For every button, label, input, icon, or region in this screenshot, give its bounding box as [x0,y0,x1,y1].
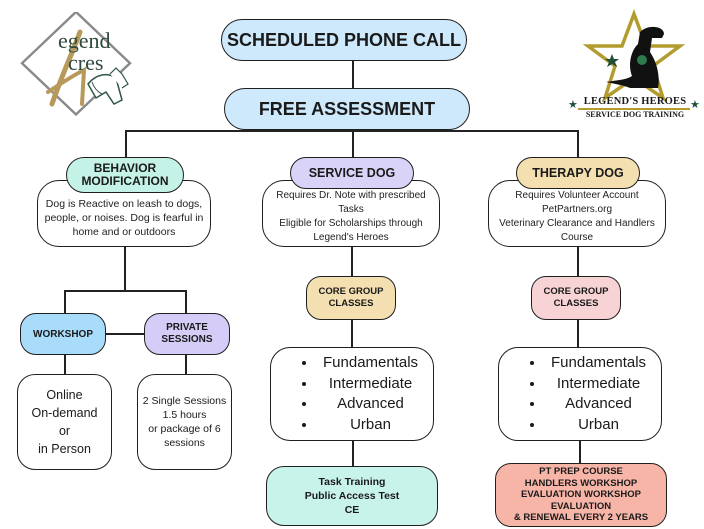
therapy-description-box: Requires Volunteer Account PetPartners.o… [488,180,666,247]
service-class-item: Fundamentals [317,353,418,374]
service-desc-line-4: Legend's Heroes [313,231,389,243]
therapy-final-line-5: & RENEWAL EVERY 2 YEARS [513,512,649,524]
service-core-line-1: CORE GROUP [318,286,384,297]
connector-therapy-core-list [577,320,579,348]
service-class-item: Urban [317,415,418,436]
legend-acres-logo-graphic [20,10,132,117]
service-core-line-2: CLASSES [328,298,374,309]
behavior-desc-line-2: people, or noises. Dog is fearful in [44,211,204,224]
therapy-desc-line-1: Requires Volunteer Account [515,189,639,201]
connector-private-details [185,355,187,375]
private-label-line-2: SESSIONS [161,334,213,345]
free-assessment-node: FREE ASSESSMENT [224,88,470,130]
service-description-box: Requires Dr. Note with prescribed Tasks … [262,180,440,247]
connector-workshop-details [64,355,66,375]
star-dog-emblem [582,9,686,103]
therapy-class-item: Advanced [545,394,646,415]
connector-assessment-down [352,128,354,158]
therapy-core-line-2: CLASSES [553,298,599,309]
workshop-label: WORKSHOP [33,328,93,340]
therapy-class-item: Urban [545,415,646,436]
connector-service-desc-core [351,246,353,276]
connector-service-list-final [352,440,354,466]
connector-to-private [185,290,187,314]
therapy-desc-line-4: Course [560,231,594,243]
connector-to-therapy [577,130,579,158]
therapy-dog-title: THERAPY DOG [532,166,624,180]
therapy-final-line-3: EVALUATION WORKSHOP [521,489,641,501]
connector-branch-horizontal [125,130,578,132]
service-desc-line-3: Eligible for Scholarships through [279,217,423,229]
behavior-title-line-2: MODIFICATION [81,174,169,188]
service-class-item: Intermediate [317,374,418,395]
service-final-node: Task Training Public Access Test CE [266,466,438,526]
logo-text-service-dog-training: SERVICE DOG TRAINING [585,110,685,119]
service-classes-list-box: Fundamentals Intermediate Advanced Urban [270,347,434,441]
private-detail-3: or package of 6 [148,423,221,435]
logo-divider [578,108,690,110]
logo-text-cres: cres [68,50,104,75]
therapy-desc-line-3: Veterinary Clearance and Handlers [499,217,655,229]
private-detail-4: sessions [164,437,205,449]
connector-workshop-private-top [64,290,186,292]
scheduled-phone-call-label: SCHEDULED PHONE CALL [226,29,461,50]
service-dog-title: SERVICE DOG [308,166,396,180]
connector-workshop-private-mid [105,333,145,335]
therapy-final-line-1: PT PREP COURSE [539,466,623,478]
connector-therapy-desc-core [577,246,579,276]
behavior-desc-line-1: Dog is Reactive on leash to dogs, [45,197,203,210]
therapy-final-line-2: HANDLERS WORKSHOP [524,477,638,489]
behavior-desc-line-3: home and or outdoors [72,225,176,238]
right-star-icon: ★ [690,99,700,111]
behavior-modification-node: BEHAVIOR MODIFICATION [66,157,184,193]
service-classes-list: Fundamentals Intermediate Advanced Urban [299,353,418,435]
therapy-classes-list-box: Fundamentals Intermediate Advanced Urban [498,347,662,441]
connector-behavior-down [124,246,126,290]
logo-text-legends-heroes: LEGEND'S HEROES [583,96,687,107]
workshop-detail-3: or [58,424,71,438]
service-final-line-3: CE [344,504,360,516]
connector-service-core-list [351,320,353,348]
service-desc-line-1: Requires Dr. Note with prescribed [276,189,426,201]
workshop-details-box: Online On-demand or in Person [17,374,112,470]
therapy-classes-list: Fundamentals Intermediate Advanced Urban [527,353,646,435]
private-details-box: 2 Single Sessions 1.5 hours or package o… [137,374,232,470]
legend-acres-logo: egend cres [18,10,138,122]
therapy-desc-line-2: PetPartners.org [541,203,613,215]
scheduled-phone-call-node: SCHEDULED PHONE CALL [221,19,467,61]
logo-text-egend: egend [58,28,111,53]
legends-heroes-logo: LEGEND'S HEROES SERVICE DOG TRAINING ★ ★ [568,8,700,124]
service-core-group-node: CORE GROUP CLASSES [306,276,396,320]
service-dog-node: SERVICE DOG [290,157,414,189]
connector-phone-assessment [352,60,354,88]
private-label-line-1: PRIVATE [166,322,208,333]
service-class-item: Advanced [317,394,418,415]
connector-therapy-list-final [579,440,581,464]
service-desc-line-2: Tasks [338,203,364,215]
therapy-core-line-1: CORE GROUP [543,286,609,297]
service-final-line-2: Public Access Test [304,490,400,502]
behavior-description-box: Dog is Reactive on leash to dogs, people… [37,180,211,247]
therapy-class-item: Intermediate [545,374,646,395]
workshop-detail-1: Online [46,388,83,402]
service-final-line-1: Task Training [318,476,386,488]
therapy-core-group-node: CORE GROUP CLASSES [531,276,621,320]
workshop-node: WORKSHOP [20,313,106,355]
left-star-icon: ★ [568,99,578,111]
connector-to-behavior [125,130,127,158]
therapy-final-line-4: EVALUATION [550,500,612,512]
connector-to-workshop [64,290,66,314]
private-sessions-node: PRIVATE SESSIONS [144,313,230,355]
private-detail-2: 1.5 hours [162,409,207,421]
therapy-final-node: PT PREP COURSE HANDLERS WORKSHOP EVALUAT… [495,463,667,527]
workshop-detail-2: On-demand [31,406,98,420]
therapy-class-item: Fundamentals [545,353,646,374]
behavior-title-line-1: BEHAVIOR [93,161,157,175]
private-detail-1: 2 Single Sessions [142,395,227,407]
workshop-detail-4: in Person [38,442,91,456]
therapy-dog-node: THERAPY DOG [516,157,640,189]
free-assessment-label: FREE ASSESSMENT [258,98,436,119]
